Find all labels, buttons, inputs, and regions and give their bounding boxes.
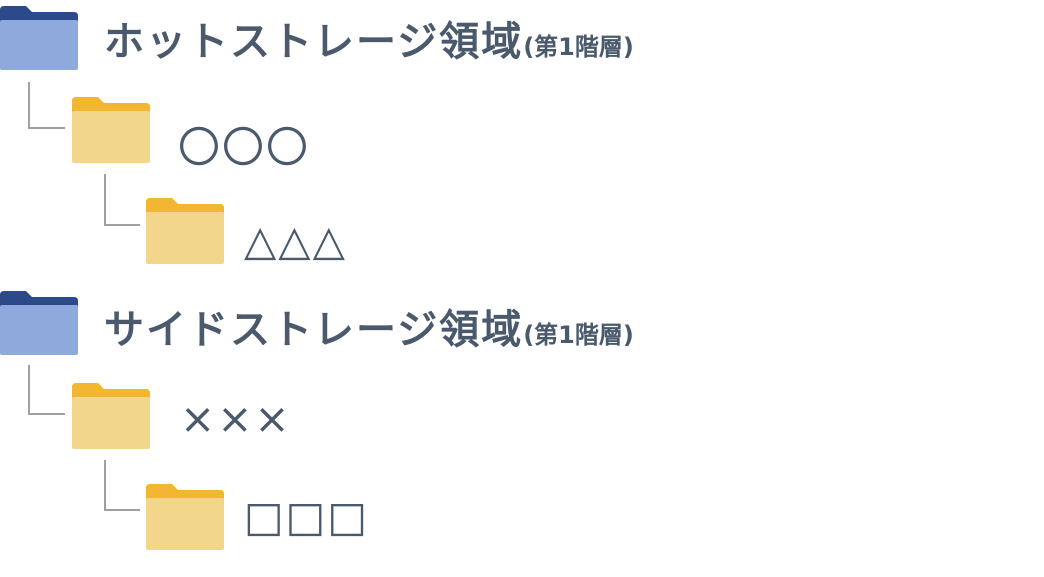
tier-label: (第1階層): [523, 321, 634, 349]
grandchild-folder-icon: [146, 484, 224, 550]
connector-line: [104, 460, 140, 511]
root-folder-label: ホットストレージ領域: [104, 19, 524, 65]
child-folder-icon: [72, 383, 150, 449]
root-folder-title: ホットストレージ領域(第1階層): [104, 22, 634, 62]
root-folder-title: サイドストレージ領域(第1階層): [104, 310, 634, 350]
child-folder-icon: [72, 97, 150, 163]
root-folder-icon: [0, 291, 78, 355]
connector-line: [28, 365, 65, 415]
grandchild-folder-label: □□□: [244, 492, 370, 541]
grandchild-folder-label: △△△: [244, 216, 347, 265]
connector-line: [104, 174, 140, 226]
child-folder-label: 〇〇〇: [178, 123, 311, 172]
child-folder-label: ×××: [180, 394, 292, 443]
root-folder-label: サイドストレージ領域: [104, 307, 524, 353]
root-folder-icon: [0, 6, 78, 70]
tier-label: (第1階層): [523, 33, 634, 61]
connector-line: [28, 82, 65, 129]
grandchild-folder-icon: [146, 198, 224, 264]
